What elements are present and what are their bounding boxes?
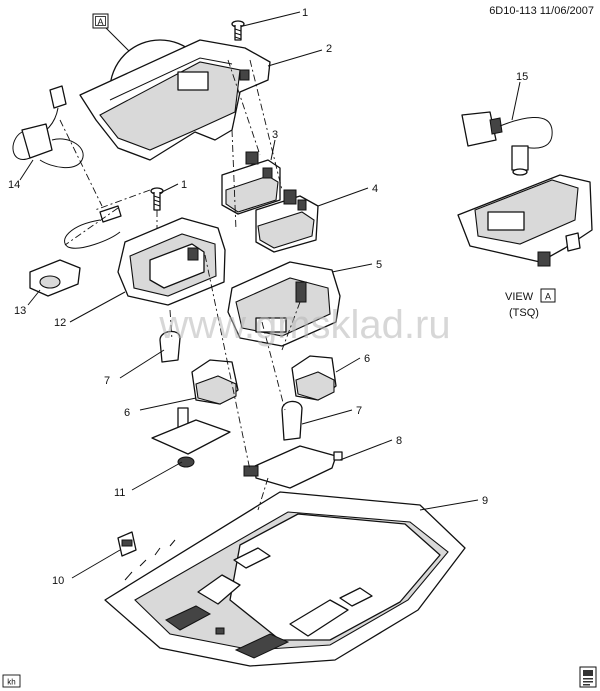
callout-14: 14: [8, 179, 20, 191]
callout-6-right: 6: [364, 353, 370, 365]
part-1-screw-top: [231, 20, 245, 41]
part-12-lamp-housing: [117, 217, 226, 306]
part-9-console-trim: [104, 491, 466, 667]
callout-11: 11: [114, 487, 125, 499]
part-2-roof-bracket: [79, 39, 271, 161]
part-8-lens-plate: [243, 445, 343, 489]
callout-15: 15: [516, 71, 528, 83]
callout-13: 13: [14, 305, 26, 317]
callout-3: 3: [272, 129, 278, 141]
part-10-clip: [117, 531, 137, 557]
document-icon: [579, 666, 597, 688]
callout-5: 5: [376, 259, 382, 271]
footer-initials-box: kh: [2, 674, 21, 688]
callout-1-mid: 1: [181, 179, 187, 191]
part-1-screw-mid: [150, 187, 164, 211]
assembly-lines: [59, 59, 301, 511]
leader-lines: [19, 11, 521, 579]
doc-code: 6D10-113: [489, 5, 537, 17]
callout-12: 12: [54, 317, 66, 329]
callout-2: 2: [326, 43, 332, 55]
part-4-lamp-socket: [255, 189, 319, 253]
part-7-bulb-right: [281, 400, 303, 441]
part-6-lens-right: [291, 355, 337, 401]
view-label: VIEW: [505, 291, 534, 303]
footer-initials: kh: [7, 678, 15, 687]
doc-date: 11/06/2007: [540, 5, 594, 17]
callout-8: 8: [396, 435, 402, 447]
callout-7-left: 7: [104, 375, 110, 387]
part-3-lamp-socket: [221, 151, 281, 215]
part-11-lens-plate: [151, 407, 231, 468]
view-note: (TSQ): [509, 307, 539, 319]
view-tag: A: [545, 292, 551, 302]
part-14-harness: [12, 85, 84, 168]
part-15-harness-view: VIEW A (TSQ): [457, 111, 593, 319]
callout-labels: 1 2 3 4 1 5 6 7 6 7 8 9 10 11 12 13 14 1…: [8, 7, 528, 587]
watermark: www.gmsklad.ru: [158, 303, 450, 347]
part-13-sensor: [29, 205, 122, 297]
part-6-lens-left: [191, 359, 239, 405]
part-5-lamp-housing: [227, 261, 341, 347]
callout-9: 9: [482, 495, 488, 507]
callout-4: 4: [372, 183, 378, 195]
callout-7-right: 7: [356, 405, 362, 417]
diagram-header: 6D10-113 11/06/2007: [489, 5, 594, 17]
svg-text:A: A: [97, 17, 103, 27]
callout-6-left: 6: [124, 407, 130, 419]
callout-10: 10: [52, 575, 64, 587]
part-7-bulb-left: [159, 330, 181, 363]
view-reference-tag: A: [92, 13, 131, 53]
callout-1-top: 1: [302, 7, 308, 19]
